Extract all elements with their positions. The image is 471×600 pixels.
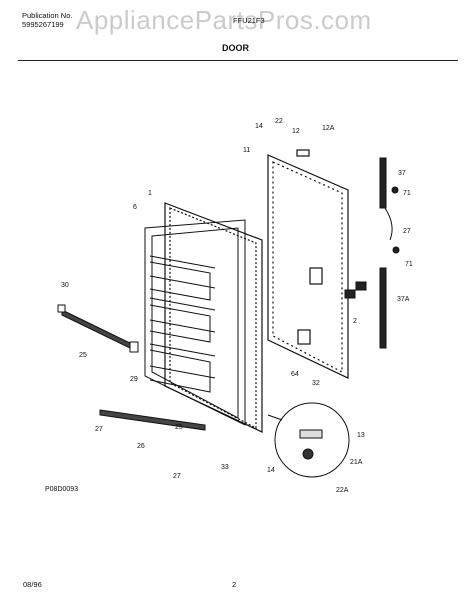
page-title: DOOR [222, 43, 249, 53]
header-divider [18, 60, 458, 61]
callout-71-bottom: 71 [405, 261, 413, 268]
model-number: FFU21F3 [233, 16, 265, 25]
callout-2: 2 [353, 318, 357, 325]
callout-37: 37 [398, 170, 406, 177]
callout-64: 64 [291, 371, 299, 378]
callout-14-b: 14 [267, 467, 275, 474]
callout-37a: 37A [397, 296, 410, 303]
callout-12: 12 [292, 128, 300, 135]
callout-22a: 22A [336, 487, 349, 494]
callout-22: 22 [275, 118, 283, 125]
callout-12a: 12A [322, 125, 335, 132]
callout-30: 30 [61, 282, 69, 289]
detail-callout [267, 402, 350, 478]
callout-13: 13 [357, 432, 365, 439]
callout-27-b: 27 [173, 473, 181, 480]
outer-door-panel [267, 149, 349, 379]
hinge-parts [344, 157, 400, 349]
diagram-code: P08D0093 [45, 486, 79, 493]
callout-21a: 21A [350, 459, 363, 466]
footer-date: 08/96 [23, 580, 42, 589]
callout-6: 6 [133, 204, 137, 211]
watermark: AppliancePartsPros.com [76, 5, 372, 35]
publication-label: Publication No. [22, 11, 73, 20]
callout-19: 27 [403, 228, 411, 235]
shelf-bar [57, 304, 206, 431]
callout-27: 27 [95, 426, 103, 433]
callout-32: 32 [312, 380, 320, 387]
callout-1: 1 [148, 190, 152, 197]
callout-33: 33 [221, 464, 229, 471]
callout-25-b: 25 [175, 424, 183, 431]
callout-labels: 1 6 14 22 12 12A 11 37 71 27 71 37A 2 30… [61, 118, 413, 494]
door-liner [144, 219, 246, 426]
callout-29: 29 [130, 376, 138, 383]
door-gasket [164, 202, 263, 433]
callout-14: 14 [255, 123, 263, 130]
publication-number: 5995267199 [22, 20, 64, 29]
callout-26: 26 [137, 443, 145, 450]
page-number: 2 [232, 580, 237, 589]
callout-71-top: 71 [403, 190, 411, 197]
callout-11: 11 [243, 147, 250, 154]
callout-25: 25 [79, 352, 87, 359]
